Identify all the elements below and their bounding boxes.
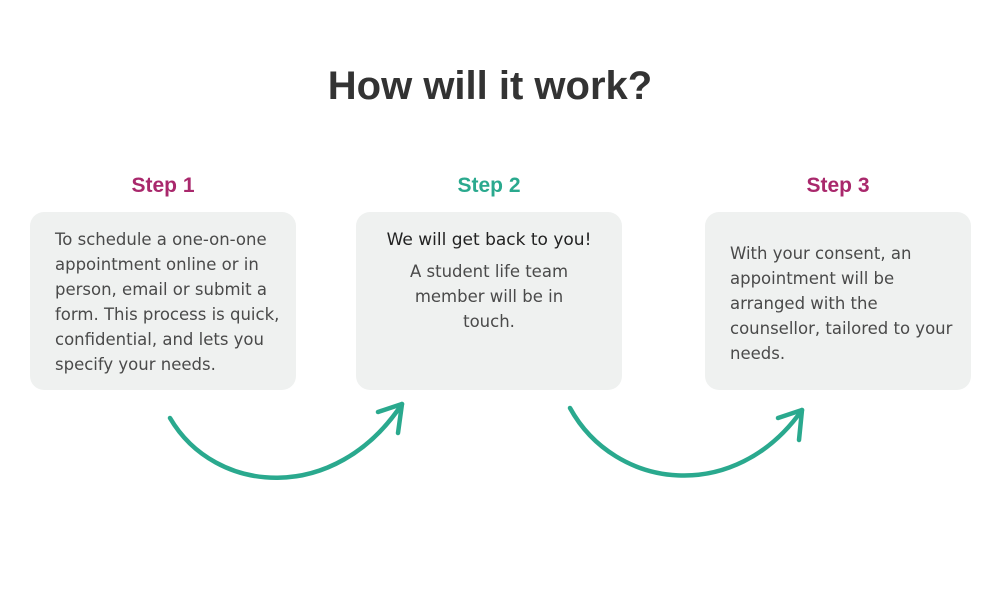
step-1-text-line: To schedule a one-on-one — [55, 230, 267, 249]
curved-arrow-icon — [567, 405, 805, 478]
step-1-title: Step 1 — [131, 174, 195, 197]
step-2-heading: We will get back to you! — [386, 230, 592, 250]
step-1-text-line: confidential, and lets you — [55, 330, 264, 349]
step-2-title: Step 2 — [457, 174, 521, 197]
step-1-text-line: person, email or submit a — [55, 280, 267, 299]
step-3-text-line: appointment will be — [730, 269, 895, 288]
step-1-text-line: appointment online or in — [55, 255, 259, 274]
step-2-text-line: A student life team — [409, 262, 569, 281]
step-3-card: With your consent, an appointment will b… — [705, 212, 971, 390]
step-2-text-line: touch. — [463, 312, 515, 331]
step-3-text-line: needs. — [730, 344, 786, 363]
step-2-text-line: member will be in — [414, 287, 564, 306]
step-3-text-line: With your consent, an — [730, 244, 912, 263]
step-1-card: To schedule a one-on-one appointment onl… — [30, 212, 296, 390]
curved-arrow-icon — [167, 401, 405, 480]
step-3-title: Step 3 — [806, 174, 870, 197]
step-2-card: We will get back to you! A student life … — [356, 212, 622, 390]
step-3-text-line: counsellor, tailored to your — [730, 319, 953, 338]
step-1-text-line: specify your needs. — [55, 355, 216, 374]
step-3-text-line: arranged with the — [730, 294, 878, 313]
step-1-text-line: form. This process is quick, — [55, 305, 280, 324]
page-title: How will it work? — [327, 64, 653, 108]
